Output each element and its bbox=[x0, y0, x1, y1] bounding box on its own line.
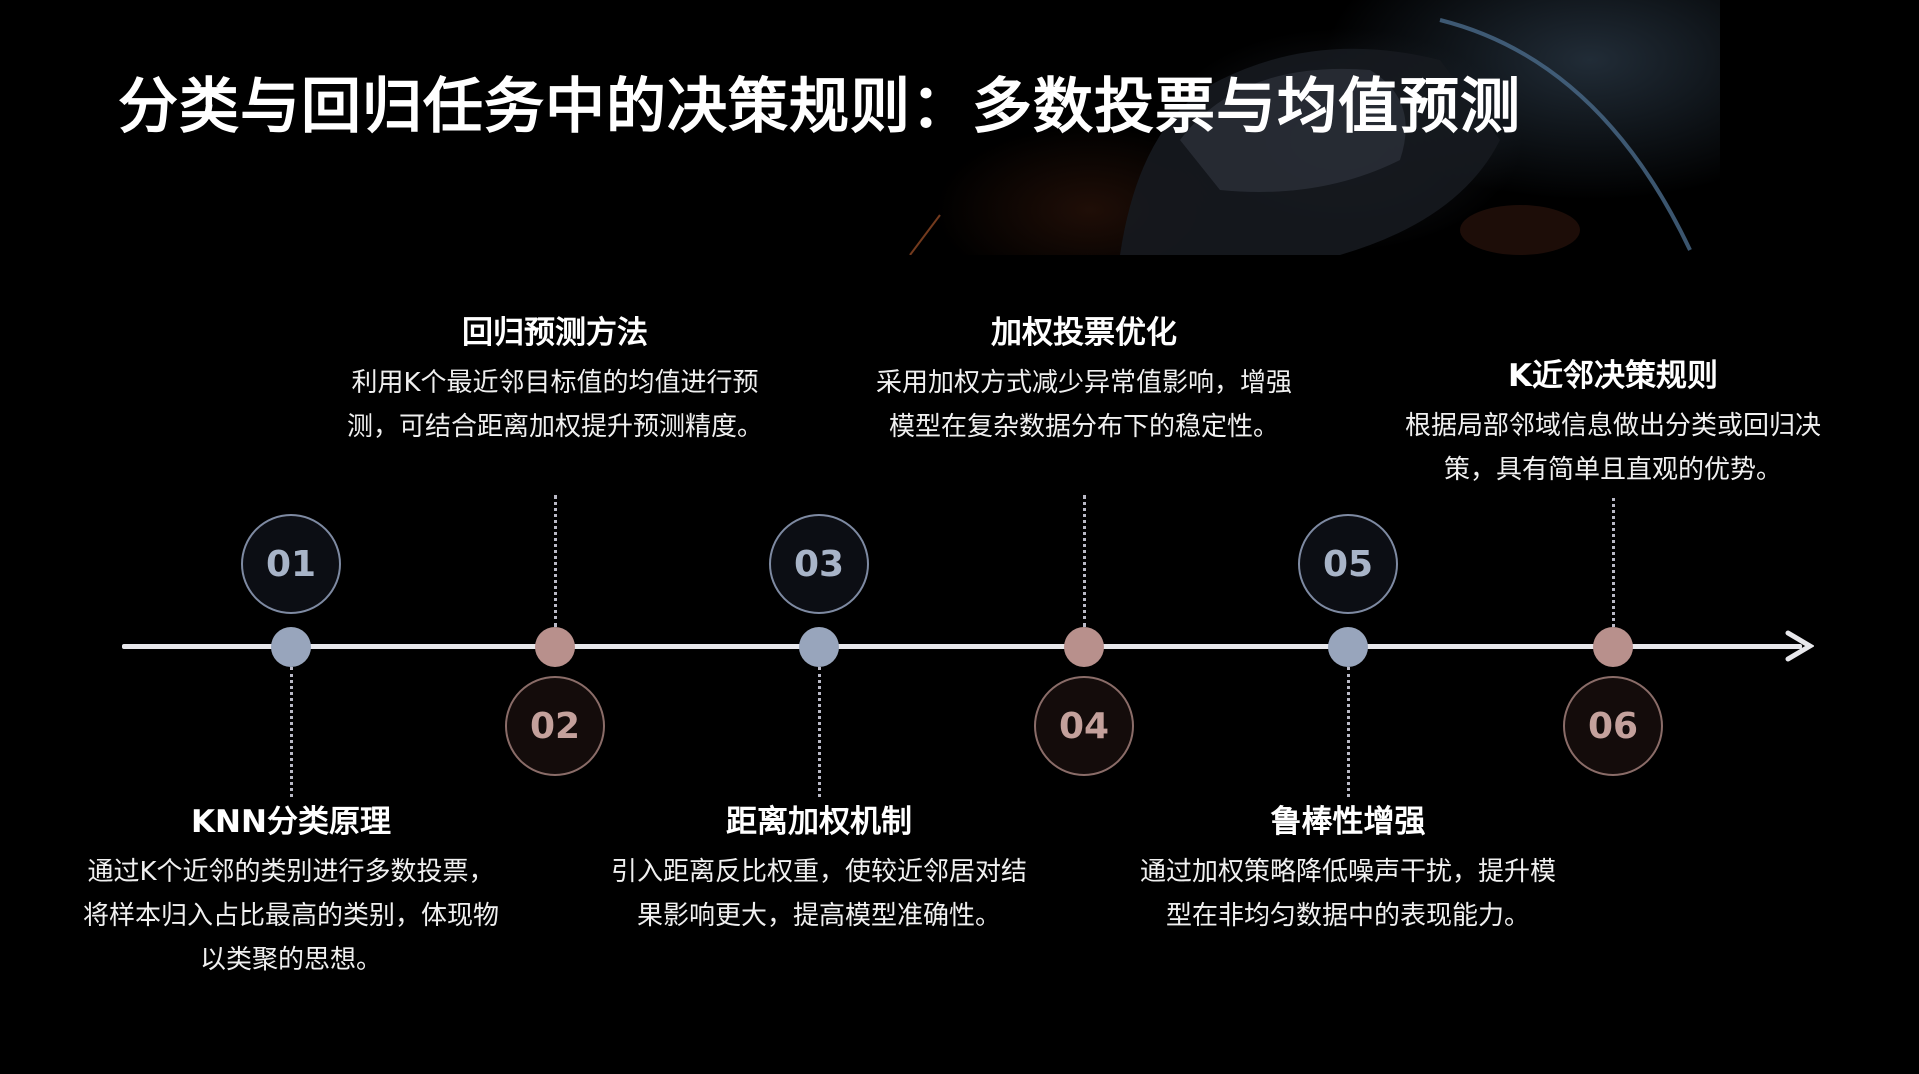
milestone-connector-06 bbox=[1612, 498, 1615, 627]
milestone-title: 回归预测方法 bbox=[462, 315, 648, 351]
milestone-04: 加权投票优化 采用加权方式减少异常值影响，增强 模型在复杂数据分布下的稳定性。 bbox=[849, 313, 1319, 449]
milestone-title: KNN分类原理 bbox=[191, 804, 391, 840]
timeline-axis bbox=[122, 644, 1802, 649]
description-line: 将样本归入占比最高的类别，体现物 bbox=[82, 901, 499, 931]
milestone-dot-05 bbox=[1328, 627, 1368, 667]
milestone-dot-04 bbox=[1064, 627, 1104, 667]
milestone-connector-04 bbox=[1083, 495, 1086, 627]
milestone-dot-02 bbox=[535, 627, 575, 667]
milestone-description: 根据局部邻域信息做出分类或回归决 策，具有简单且直观的优势。 bbox=[1378, 404, 1848, 492]
description-line: 通过K个近邻的类别进行多数投票， bbox=[87, 857, 495, 887]
description-line: 采用加权方式减少异常值影响，增强 bbox=[875, 368, 1292, 398]
background-art-shapes bbox=[909, 18, 1692, 255]
description-line: 型在非均匀数据中的表现能力。 bbox=[1165, 901, 1530, 931]
milestone-01: KNN分类原理 通过K个近邻的类别进行多数投票， 将样本归入占比最高的类别，体现… bbox=[56, 802, 526, 982]
milestone-03: 距离加权机制 引入距离反比权重，使较近邻居对结 果影响更大，提高模型准确性。 bbox=[584, 802, 1054, 938]
milestone-dot-03 bbox=[799, 627, 839, 667]
milestone-number-02: 02 bbox=[505, 676, 605, 776]
milestone-title: 加权投票优化 bbox=[991, 315, 1177, 351]
milestone-connector-02 bbox=[554, 495, 557, 627]
description-line: 模型在复杂数据分布下的稳定性。 bbox=[888, 412, 1279, 442]
milestone-06: K近邻决策规则 根据局部邻域信息做出分类或回归决 策，具有简单且直观的优势。 bbox=[1378, 356, 1848, 492]
milestone-05: 鲁棒性增强 通过加权策略降低噪声干扰，提升模 型在非均匀数据中的表现能力。 bbox=[1113, 802, 1583, 938]
milestone-dot-06 bbox=[1593, 627, 1633, 667]
page-title: 分类与回归任务中的决策规则：多数投票与均值预测 bbox=[118, 72, 1521, 142]
milestone-number-06: 06 bbox=[1563, 676, 1663, 776]
milestone-connector-01 bbox=[290, 667, 293, 797]
milestone-number-04: 04 bbox=[1034, 676, 1134, 776]
description-line: 通过加权策略降低噪声干扰，提升模 bbox=[1139, 857, 1556, 887]
arrow-right-icon bbox=[1785, 630, 1814, 662]
milestone-connector-05 bbox=[1347, 667, 1350, 797]
milestone-dot-01 bbox=[271, 627, 311, 667]
milestone-number-05: 05 bbox=[1298, 514, 1398, 614]
description-line: 策，具有简单且直观的优势。 bbox=[1443, 455, 1782, 485]
description-line: 测，可结合距离加权提升预测精度。 bbox=[346, 412, 763, 442]
description-line: 以类聚的思想。 bbox=[199, 945, 382, 975]
milestone-description: 利用K个最近邻目标值的均值进行预 测，可结合距离加权提升预测精度。 bbox=[320, 361, 790, 449]
milestone-description: 引入距离反比权重，使较近邻居对结 果影响更大，提高模型准确性。 bbox=[584, 850, 1054, 938]
milestone-description: 通过加权策略降低噪声干扰，提升模 型在非均匀数据中的表现能力。 bbox=[1113, 850, 1583, 938]
milestone-title: 距离加权机制 bbox=[726, 804, 912, 840]
background-image bbox=[440, 0, 1720, 255]
milestone-number-01: 01 bbox=[241, 514, 341, 614]
milestone-connector-03 bbox=[818, 667, 821, 797]
milestone-description: 通过K个近邻的类别进行多数投票， 将样本归入占比最高的类别，体现物 以类聚的思想… bbox=[56, 850, 526, 982]
milestone-description: 采用加权方式减少异常值影响，增强 模型在复杂数据分布下的稳定性。 bbox=[849, 361, 1319, 449]
milestone-02: 回归预测方法 利用K个最近邻目标值的均值进行预 测，可结合距离加权提升预测精度。 bbox=[320, 313, 790, 449]
description-line: 利用K个最近邻目标值的均值进行预 bbox=[351, 368, 759, 398]
milestone-title: 鲁棒性增强 bbox=[1270, 804, 1426, 840]
description-line: 果影响更大，提高模型准确性。 bbox=[636, 901, 1001, 931]
description-line: 引入距离反比权重，使较近邻居对结 bbox=[610, 857, 1027, 887]
milestone-title: K近邻决策规则 bbox=[1507, 358, 1719, 394]
milestone-number-03: 03 bbox=[769, 514, 869, 614]
description-line: 根据局部邻域信息做出分类或回归决 bbox=[1404, 411, 1821, 441]
